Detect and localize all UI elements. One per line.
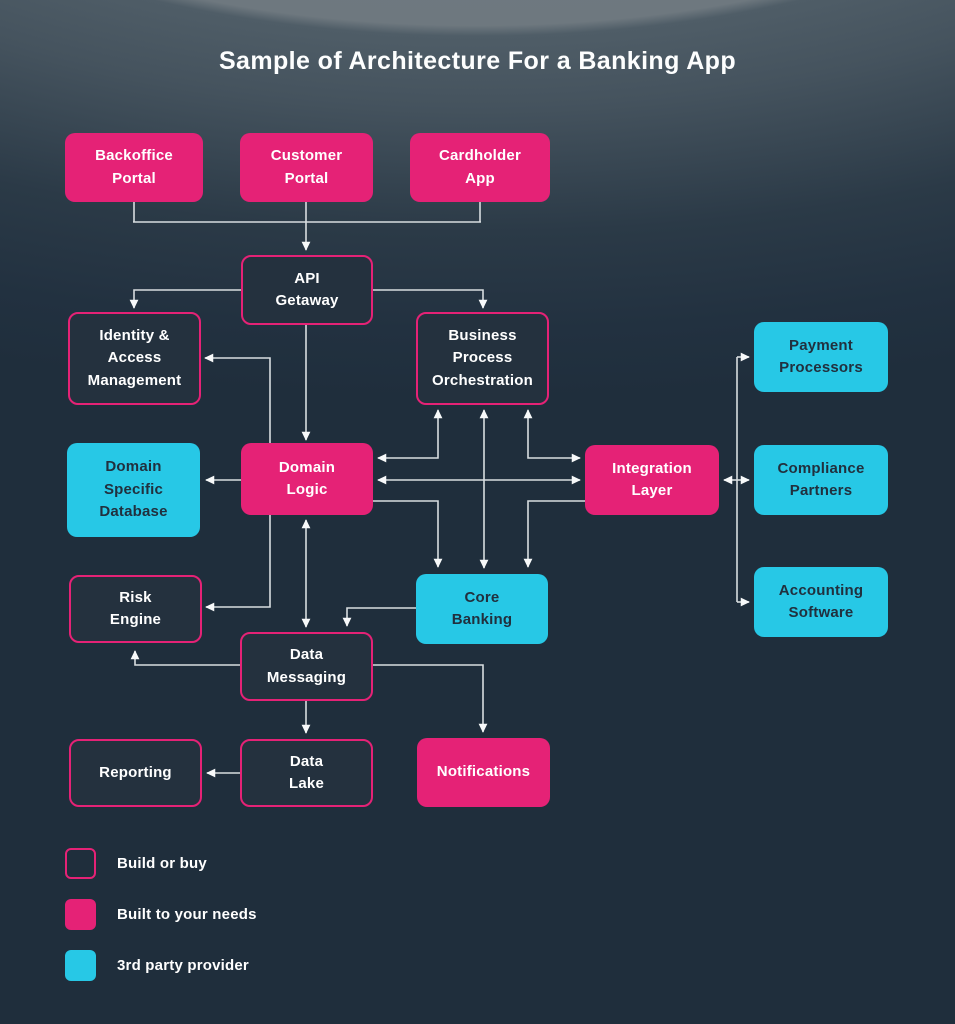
node-cardholder-app: Cardholder App	[410, 133, 550, 202]
legend-item-2: 3rd party provider	[65, 950, 257, 981]
node-payment-processors: Payment Processors	[754, 322, 888, 392]
connector-bpo-integration	[523, 409, 581, 463]
node-backoffice-portal: Backoffice Portal	[65, 133, 203, 202]
legend-swatch-cyan	[65, 950, 96, 981]
node-data-lake: Data Lake	[240, 739, 373, 807]
connector-integration-to-core-banking	[523, 500, 585, 568]
node-integration-layer: Integration Layer	[585, 445, 719, 515]
node-reporting: Reporting	[69, 739, 202, 807]
node-customer-portal: Customer Portal	[240, 133, 373, 202]
legend-label: Build or buy	[117, 855, 207, 872]
legend-label: 3rd party provider	[117, 957, 249, 974]
connector-domain-logic-to-core-banking	[373, 500, 443, 568]
node-risk-engine: Risk Engine	[69, 575, 202, 643]
node-core-banking: Core Banking	[416, 574, 548, 644]
node-notifications: Notifications	[417, 738, 550, 807]
legend-label: Built to your needs	[117, 906, 257, 923]
connector-data-messaging-to-risk	[130, 650, 240, 666]
legend-swatch-outline	[65, 848, 96, 879]
node-api-getaway: API Getaway	[241, 255, 373, 325]
connector-api-to-bpo	[373, 289, 488, 309]
node-domain-specific-database: Domain Specific Database	[67, 443, 200, 537]
diagram-title: Sample of Architecture For a Banking App	[218, 47, 736, 75]
connector-core-banking-to-data-messaging	[342, 607, 416, 627]
node-accounting-software: Accounting Software	[754, 567, 888, 637]
node-business-process-orchestration: Business Process Orchestration	[416, 312, 549, 405]
node-compliance-partners: Compliance Partners	[754, 445, 888, 515]
node-domain-logic: Domain Logic	[241, 443, 373, 515]
connector-data-messaging-to-notifications	[373, 664, 488, 733]
connector-api-to-iam	[129, 289, 241, 309]
connector-domain-logic-bpo	[377, 409, 443, 463]
legend-item-1: Built to your needs	[65, 899, 257, 930]
node-data-messaging: Data Messaging	[240, 632, 373, 701]
legend-swatch-pink	[65, 899, 96, 930]
legend-item-0: Build or buy	[65, 848, 257, 879]
node-identity-access-management: Identity & Access Management	[68, 312, 201, 405]
